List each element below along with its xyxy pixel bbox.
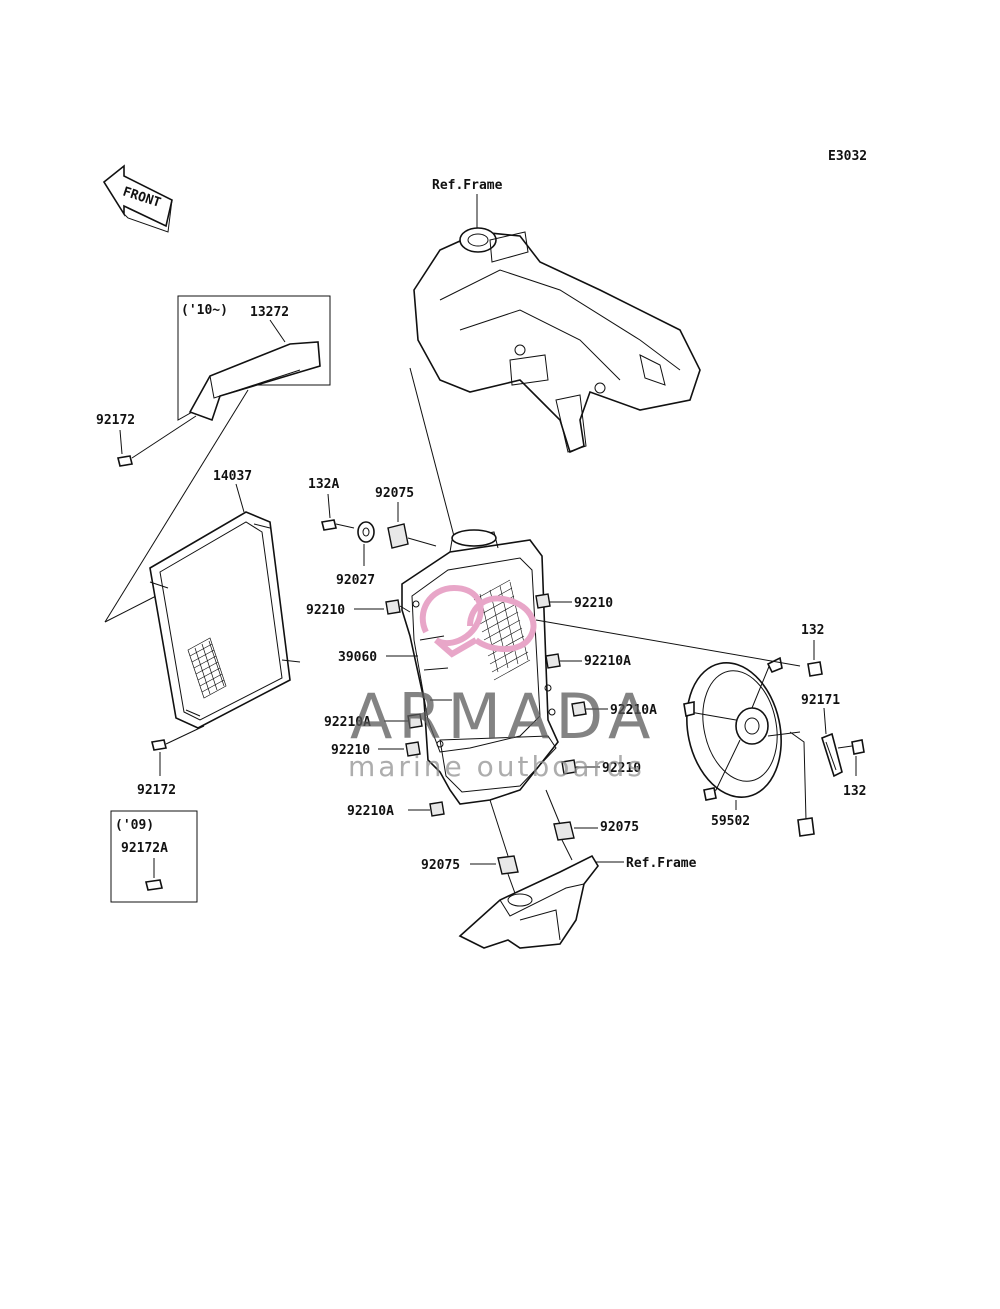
radiator-cover-part bbox=[149, 511, 301, 729]
label-92172A: 92172A bbox=[121, 841, 168, 856]
label-132-right: 132 bbox=[843, 784, 866, 799]
frame-bottom-part bbox=[458, 854, 599, 949]
label-92172-bottom: 92172 bbox=[137, 783, 176, 798]
clip-92210-right2 bbox=[561, 759, 577, 775]
label-132-top: 132 bbox=[801, 623, 824, 638]
label-92210A-left1: 92210A bbox=[324, 715, 371, 730]
watermark-subtitle: marine outboards bbox=[348, 750, 645, 783]
label-92210-left2: 92210 bbox=[331, 743, 370, 758]
label-92075-bottom: 92075 bbox=[421, 858, 460, 873]
label-92171: 92171 bbox=[801, 693, 840, 708]
box-2010-label: ('10~) bbox=[181, 303, 228, 318]
grommet-92075-top bbox=[387, 523, 409, 549]
watermark-title: ARMADA bbox=[350, 680, 656, 753]
label-92172-top: 92172 bbox=[96, 413, 135, 428]
box-2009-label: ('09) bbox=[115, 818, 154, 833]
bolt-132-right bbox=[837, 739, 865, 755]
fan-assembly-part bbox=[683, 656, 815, 837]
bolt-132-top bbox=[807, 661, 823, 677]
clip-92210A-left2 bbox=[429, 801, 445, 817]
collar-92027 bbox=[357, 521, 375, 543]
clip-92210A-right1 bbox=[545, 653, 561, 669]
box-2009-variant: ('09) 92172A bbox=[110, 810, 198, 903]
armada-watermark-logo bbox=[419, 584, 537, 658]
bolt-132A bbox=[321, 519, 355, 531]
clip-92210A-left1 bbox=[407, 713, 423, 729]
clamp-92171 bbox=[821, 732, 843, 778]
label-39060: 39060 bbox=[338, 650, 377, 665]
label-92210-right2: 92210 bbox=[602, 761, 641, 776]
grommet-92075-right bbox=[553, 821, 575, 841]
front-arrow-icon: FRONT bbox=[102, 164, 173, 233]
box-2010-variant: ('10~) 13272 bbox=[177, 295, 331, 422]
screw-92172-bottom bbox=[151, 739, 167, 751]
clip-92210-left2 bbox=[405, 741, 421, 757]
ref-frame-bottom-label: Ref.Frame bbox=[626, 856, 697, 871]
label-92210A-left2: 92210A bbox=[347, 804, 394, 819]
label-132A: 132A bbox=[308, 477, 339, 492]
screw-92172-top bbox=[117, 455, 133, 467]
label-13272: 13272 bbox=[250, 305, 289, 320]
label-92075-right: 92075 bbox=[600, 820, 639, 835]
frame-top-part bbox=[413, 227, 701, 454]
grommet-92075-bottom bbox=[497, 855, 519, 875]
clip-92210A-right2 bbox=[571, 701, 587, 717]
clip-92210-left bbox=[385, 599, 401, 615]
label-92210-left: 92210 bbox=[306, 603, 345, 618]
label-92210-right: 92210 bbox=[574, 596, 613, 611]
label-92210A-right2: 92210A bbox=[610, 703, 657, 718]
label-92075-top: 92075 bbox=[375, 486, 414, 501]
ref-frame-top-label: Ref.Frame bbox=[432, 178, 503, 193]
label-59502: 59502 bbox=[711, 814, 750, 829]
clip-92210-right bbox=[535, 593, 551, 609]
label-14037: 14037 bbox=[213, 469, 252, 484]
label-92210A-right1: 92210A bbox=[584, 654, 631, 669]
label-92027: 92027 bbox=[336, 573, 375, 588]
diagram-code: E3032 bbox=[828, 149, 867, 164]
